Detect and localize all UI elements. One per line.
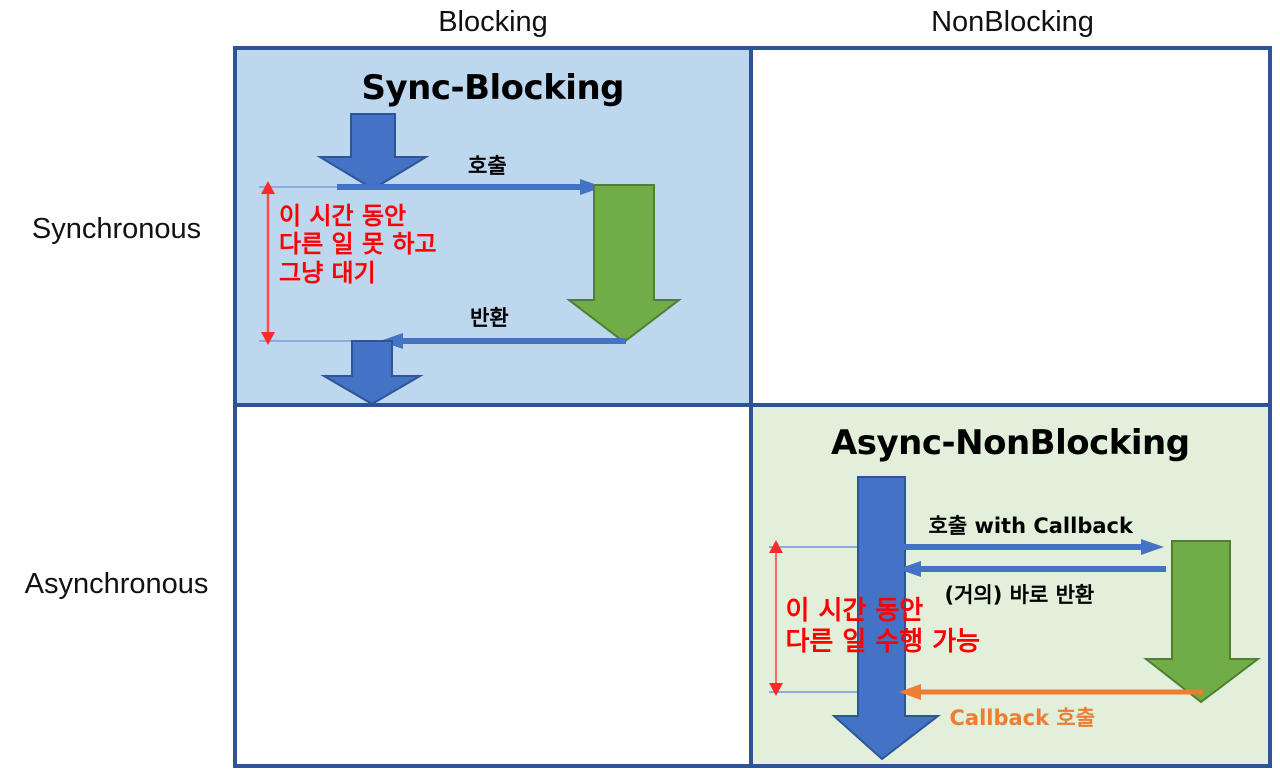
cell-title-sync-blocking: Sync-Blocking xyxy=(361,68,624,108)
message-label-immediate-return: (거의) 바로 반환 xyxy=(944,583,1095,607)
duration-marker-red-async xyxy=(768,540,783,696)
callee-down-arrow-green xyxy=(566,184,682,344)
message-arrow-call-with-callback xyxy=(897,539,1164,555)
row-header-asynchronous: Asynchronous xyxy=(24,568,209,600)
message-label-callback-invoke: Callback 호출 xyxy=(949,706,1096,730)
callee-down-arrow-green-async xyxy=(1142,540,1261,704)
caller-long-down-arrow xyxy=(830,476,941,761)
duration-note-sync-blocking: 이 시간 동안 다른 일 못 하고 그냥 대기 xyxy=(279,202,437,287)
message-arrow-call xyxy=(337,179,603,195)
duration-marker-red xyxy=(261,181,275,345)
row-header-synchronous: Synchronous xyxy=(31,213,202,245)
message-arrow-immediate-return xyxy=(897,561,1166,577)
cell-async-blocking-empty xyxy=(237,407,753,764)
message-label-call: 호출 xyxy=(468,154,507,178)
cell-title-async-nonblocking: Async-NonBlocking xyxy=(830,423,1190,463)
caller-down-arrow-top xyxy=(316,113,430,191)
column-header-nonblocking: NonBlocking xyxy=(931,6,1094,38)
cell-sync-nonblocking-empty xyxy=(752,50,1268,407)
cell-async-nonblocking: Async-NonBlocking 호출 with Callback (거의) … xyxy=(752,407,1268,764)
message-label-return: 반환 xyxy=(470,306,509,330)
duration-note-async-nonblocking: 이 시간 동안 다른 일 수행 가능 xyxy=(785,596,981,657)
message-label-call-with-callback: 호출 with Callback xyxy=(928,514,1133,538)
column-header-blocking: Blocking xyxy=(438,6,548,38)
cell-sync-blocking: Sync-Blocking 호출 반환 xyxy=(237,50,753,407)
caller-down-arrow-bottom xyxy=(320,340,424,403)
message-arrow-callback-invoke xyxy=(898,684,1203,700)
matrix-grid: Sync-Blocking 호출 반환 xyxy=(233,46,1272,768)
